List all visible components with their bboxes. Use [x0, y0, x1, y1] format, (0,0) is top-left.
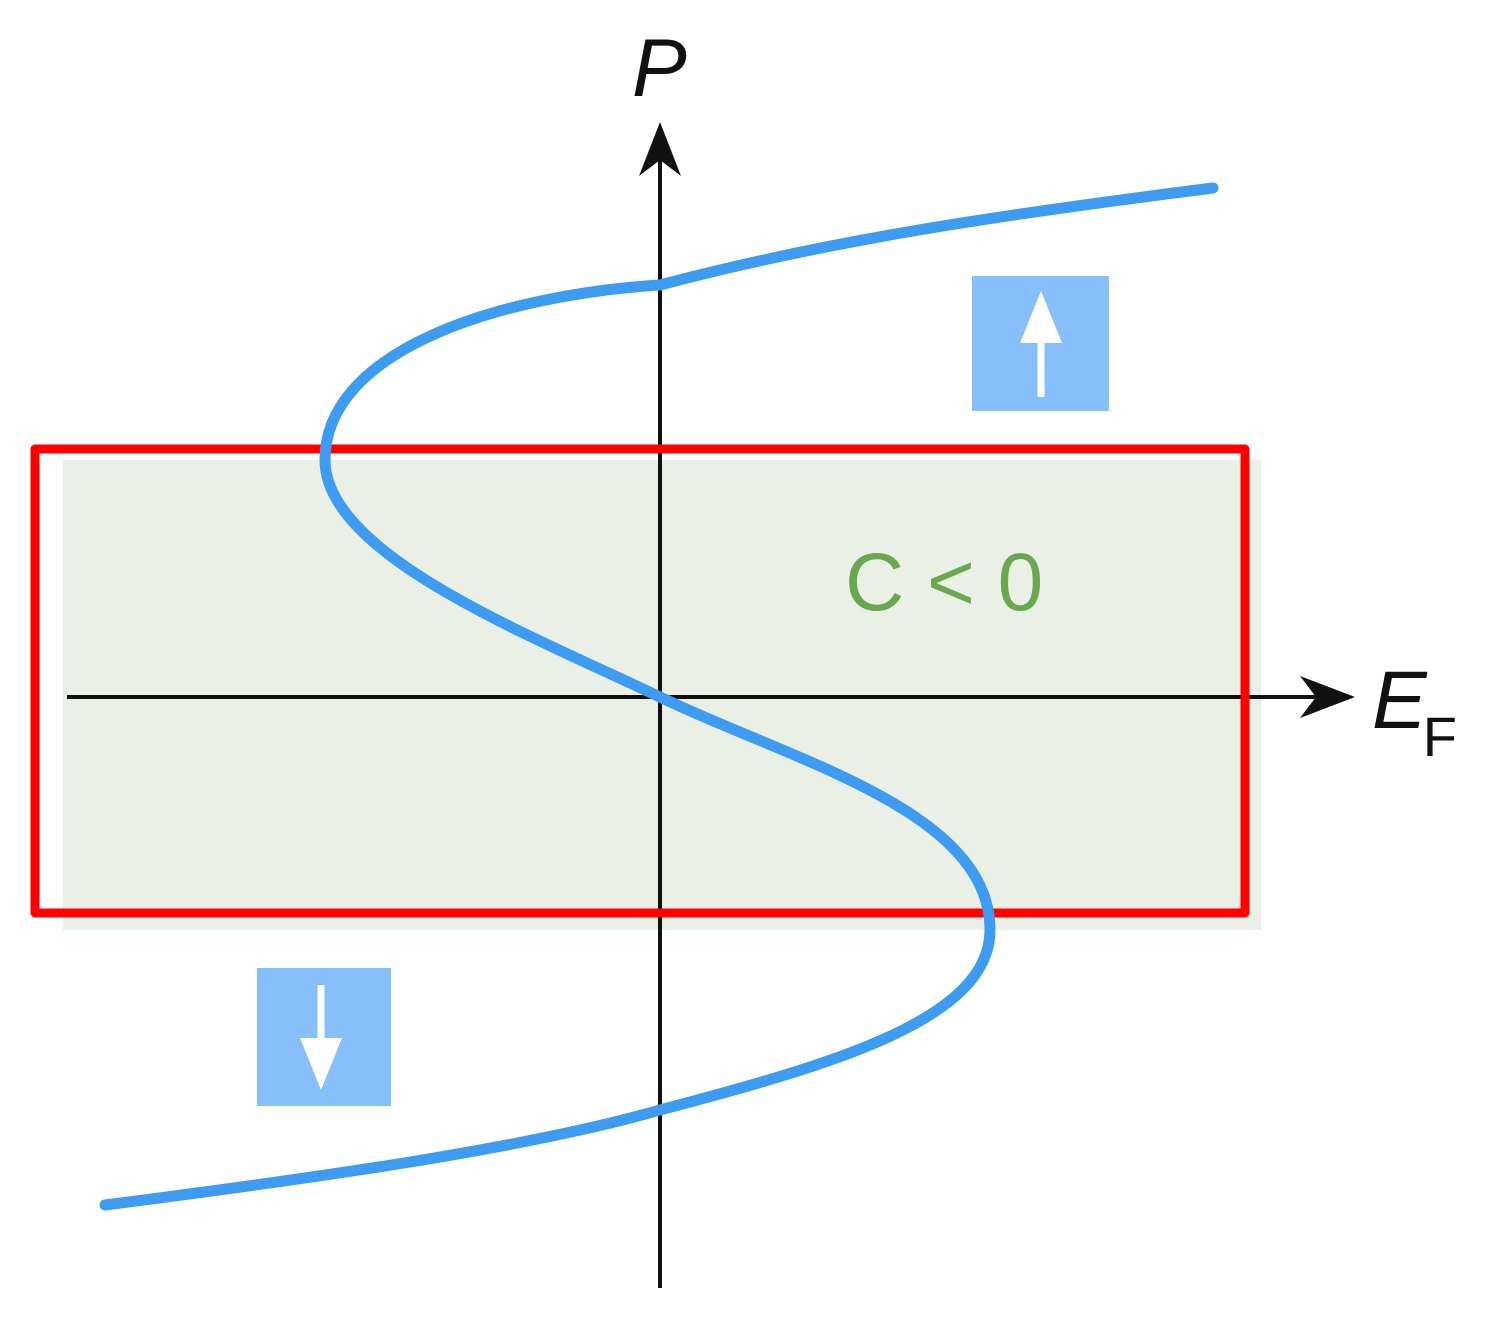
x-axis-label-subscript: F [1423, 705, 1457, 768]
region-label: C < 0 [845, 537, 1043, 628]
polarization-down-state [257, 968, 391, 1106]
polarization-up-state [972, 276, 1109, 411]
x-axis-label-main: E [1372, 655, 1428, 746]
polarization-s-curve [99, 182, 1219, 1211]
arrow-up-icon [1020, 291, 1062, 397]
x-axis-label: EF [1372, 655, 1457, 768]
x-axis-arrowhead [1300, 676, 1355, 718]
y-axis-arrowhead [639, 122, 681, 176]
negative-capacitance-region-border [30, 444, 1250, 918]
y-axis-label: P [632, 23, 687, 114]
arrow-down-icon [300, 985, 342, 1090]
